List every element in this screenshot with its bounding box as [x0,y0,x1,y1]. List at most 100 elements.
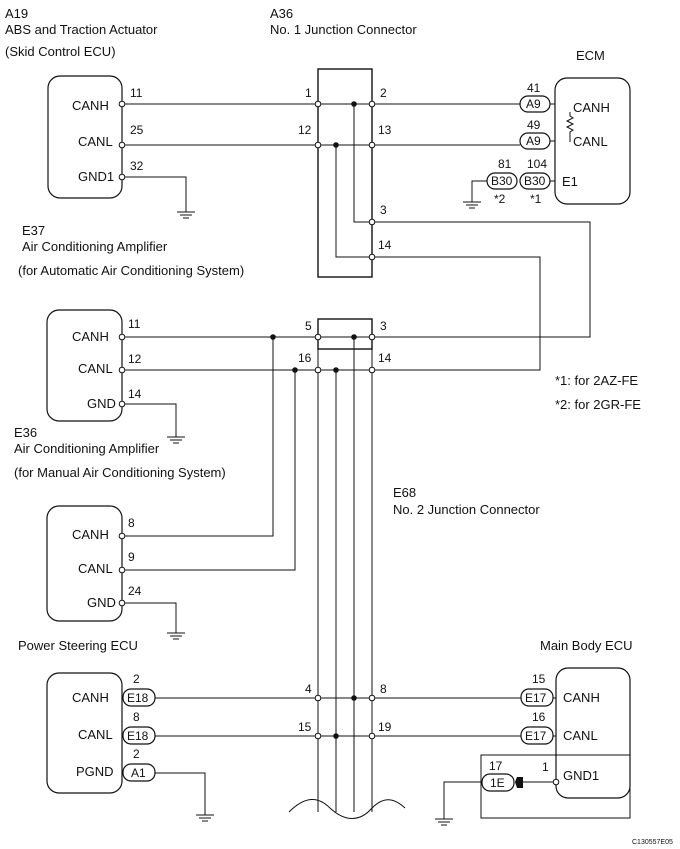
wire-e68-trunk [317,337,373,812]
e68-pin-14: 14 [378,351,392,365]
a36-pin-2: 2 [380,86,387,100]
e68-pin-16: 16 [298,351,312,365]
mb-pin-canl: 16 [532,710,546,724]
ps-pin-canh: 2 [133,672,140,686]
e68-name: No. 2 Junction Connector [393,502,540,517]
e36-gnd-label: GND [87,595,116,610]
a36-pin-12: 12 [298,123,312,137]
a36-pin-3: 3 [380,203,387,217]
ps-conn-canl: E18 [127,729,149,743]
a36-junction-box [317,68,373,278]
terminal [118,532,126,540]
splice-e68-canh [351,334,357,340]
mb-ground-connector-shell [515,777,523,788]
wire-break-mark [288,799,406,819]
a36-code: A36 [270,6,293,21]
wire-a36-14-to-e68-14 [372,256,541,371]
mb-conn-canl: E17 [525,729,547,743]
splice-e68-canl [333,367,339,373]
e37-code: E37 [22,223,45,238]
terminal [368,141,376,149]
note-2az: *1: for 2AZ-FE [555,373,638,388]
ground-icon-ps [196,814,214,822]
terminal [368,333,376,341]
ecm-conn-g2: B30 [524,174,546,188]
terminal [118,566,126,574]
wire-ps-gnd [155,772,206,815]
splice-e68-canl-low [333,733,339,739]
a36-pin-14: 14 [378,238,392,252]
e37-pin-canh: 11 [128,317,141,331]
ground-icon-mb [435,818,453,826]
ground-icon-e36 [167,632,185,640]
ps-name: Power Steering ECU [18,638,138,653]
e37-canl-label: CANL [78,361,113,376]
ground-icon-a19 [177,211,195,219]
ground-symbols [167,201,481,826]
a19-pin-gnd: 32 [130,159,144,173]
ps-canh-label: CANH [72,690,109,705]
e36-sub: (for Manual Air Conditioning System) [14,465,226,480]
ecm-termination-resistor [565,112,575,142]
wire-a36-canh-bridge [353,104,372,223]
e36-pin-canl: 9 [128,550,135,564]
ecm-pin-g2: 104 [527,157,547,171]
terminals [118,100,560,786]
e68-pin-8: 8 [380,682,387,696]
terminal [118,599,126,607]
e68-code: E68 [393,485,416,500]
terminal [118,366,126,374]
a19-canh-label: CANH [72,98,109,113]
wire-mb-stubs [553,697,556,737]
a19-gnd-label: GND1 [78,169,114,184]
ecm-conn-canh: A9 [526,97,541,111]
terminal [314,732,322,740]
note-2gr: *2: for 2GR-FE [555,397,641,412]
a19-pin-canh: 11 [130,86,143,100]
terminal [118,400,126,408]
ground-icon-e37 [167,436,185,444]
a36-pin-13: 13 [378,123,392,137]
ecm-e1-label: E1 [562,174,578,189]
ps-conn-gnd: A1 [131,766,146,780]
ecm-conn-canl: A9 [526,134,541,148]
ps-box [46,672,123,794]
mb-pin-canh: 15 [532,672,546,686]
terminal [368,694,376,702]
e37-pin-canl: 12 [128,352,142,366]
mb-name: Main Body ECU [540,638,632,653]
e68-pin-15: 15 [298,720,312,734]
wire-a36-3-to-e68-3 [372,221,591,338]
mb-conn-gnd-pin: 17 [489,759,503,773]
a19-code: A19 [5,6,28,21]
terminal [368,732,376,740]
terminal [118,100,126,108]
wire-e36-gnd [122,602,177,633]
splice-e36-canh [270,334,276,340]
terminal [368,100,376,108]
figure-id: C130557E05 [632,839,673,846]
wire-ecm-stubs [550,103,555,142]
e37-gnd-label: GND [87,396,116,411]
ecm-name: ECM [576,48,605,63]
ps-pin-gnd: 2 [133,747,140,761]
mb-box [555,667,631,799]
wire-e36-canl [122,370,296,571]
e36-canl-label: CANL [78,561,113,576]
e37-canh-label: CANH [72,329,109,344]
ecm-note-g2: *1 [530,192,542,206]
splice-a36-canl [333,142,339,148]
a19-ecu-box [47,75,123,199]
splice-e36-canl [292,367,298,373]
e36-code: E36 [14,425,37,440]
splice-dots [270,101,357,739]
e68-pin-19: 19 [378,720,392,734]
mb-canl-label: CANL [563,728,598,743]
wire-ecm-gnd-g1 [471,180,487,202]
a36-name: No. 1 Junction Connector [270,22,417,37]
a19-name: ABS and Traction Actuator [5,22,158,37]
wire-mb-ground [443,781,482,819]
a19-pin-canl: 25 [130,123,144,137]
a36-pin-1: 1 [305,86,312,100]
